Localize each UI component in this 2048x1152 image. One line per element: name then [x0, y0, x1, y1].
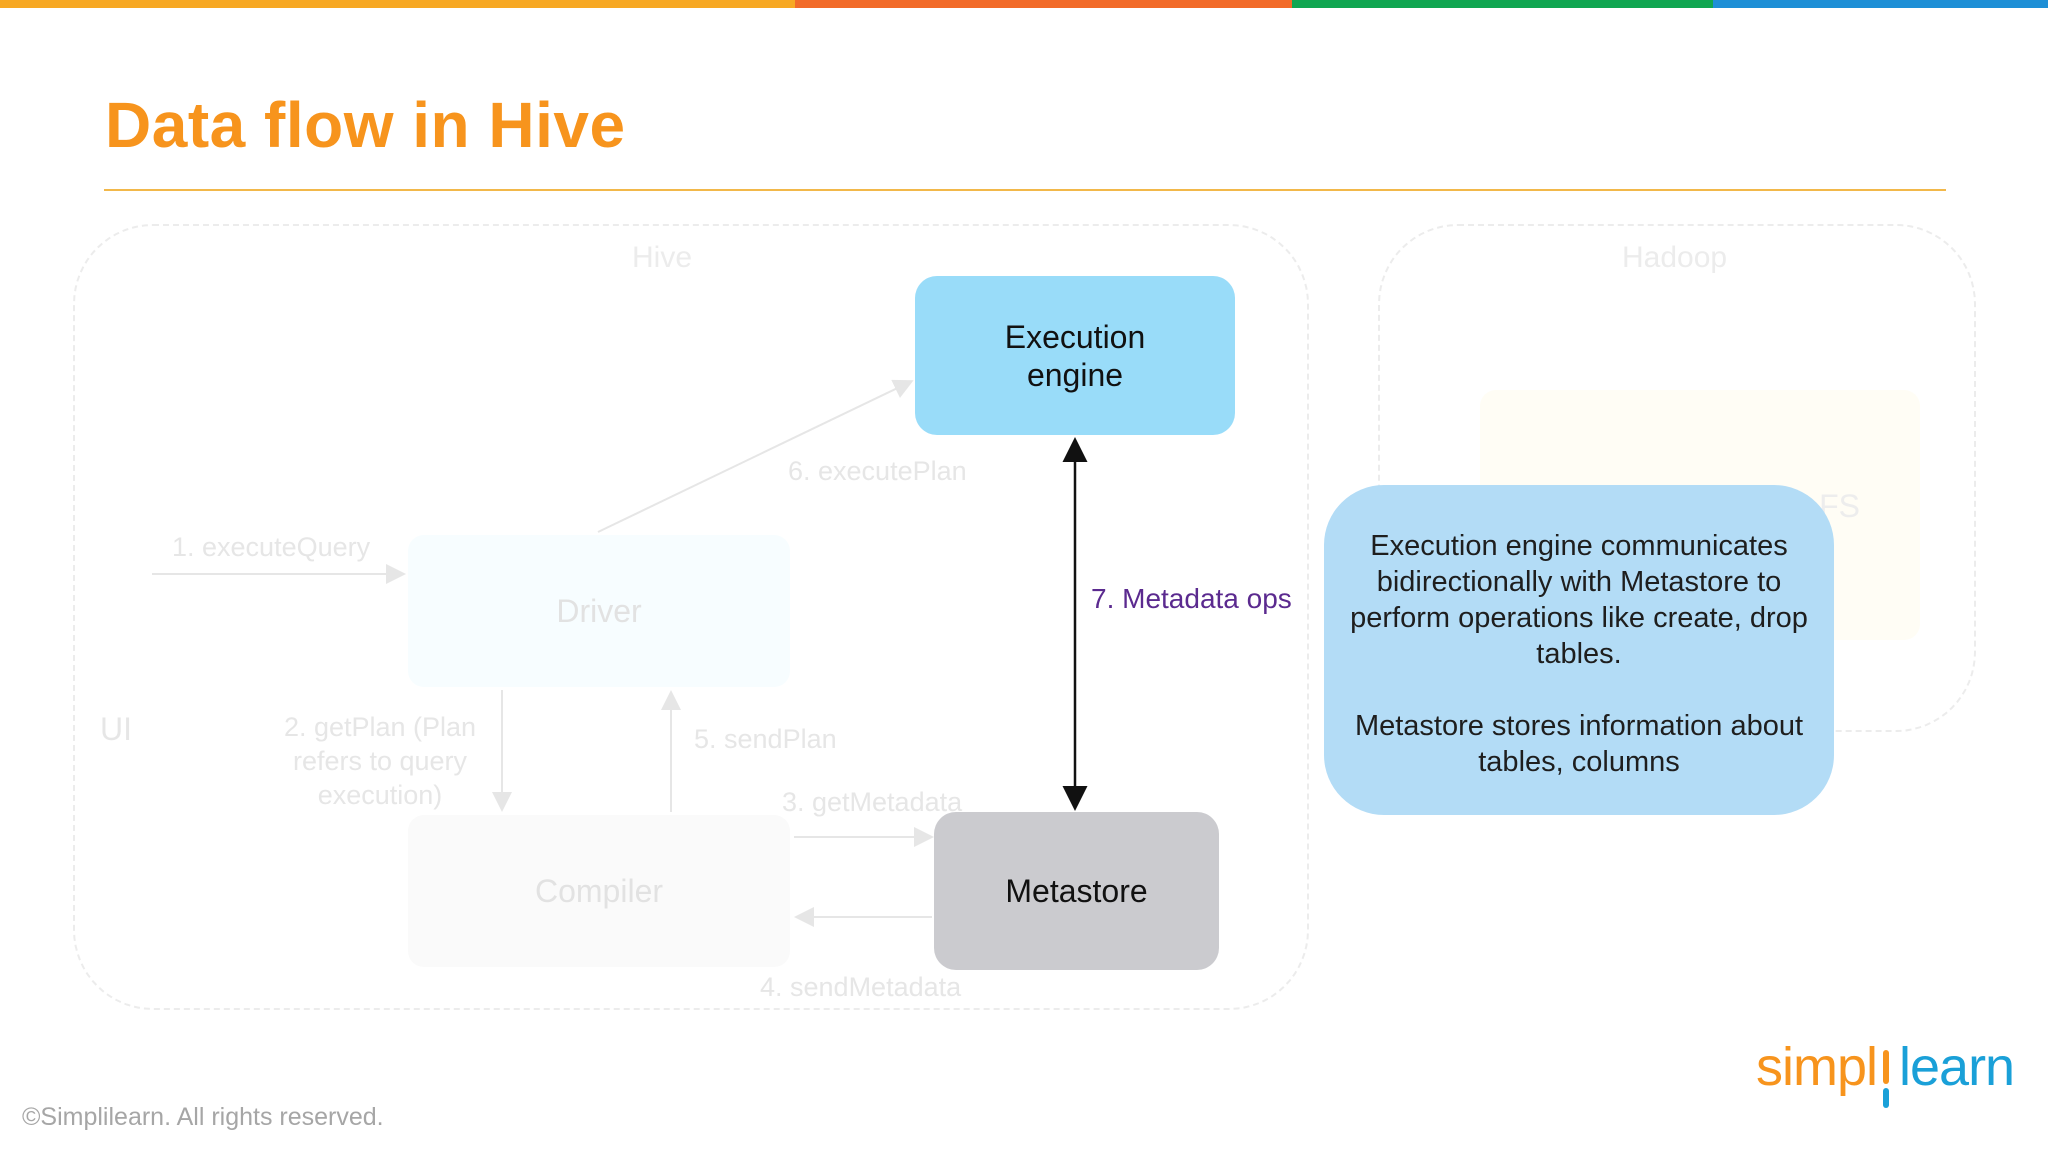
simplilearn-logo: simpl learn: [1756, 1036, 2015, 1108]
compiler-node-label: Compiler: [534, 872, 664, 909]
hive-group: [73, 224, 1309, 1010]
driver-node: Driver: [408, 535, 790, 687]
metastore-label: Metastore: [1005, 873, 1148, 909]
hadoop-group-label: Hadoop: [1622, 241, 1728, 274]
top-color-bar: [0, 0, 2048, 8]
callout-paragraph-1: Execution engine communicates bidirectio…: [1350, 530, 1808, 670]
edge-label-get-plan: 2. getPlan (Plan refers to query executi…: [283, 712, 477, 810]
edge-label-execute-query: 1. executeQuery: [172, 532, 371, 562]
logo-text-simpl: simpl: [1756, 1037, 1878, 1097]
top-bar-segment-orange: [0, 0, 795, 8]
metastore-node: Metastore: [934, 812, 1219, 970]
logo-text-learn: learn: [1899, 1037, 2015, 1097]
edge-label-send-plan: 5. sendPlan: [694, 724, 837, 754]
logo-mark-icon: [1883, 1050, 1889, 1108]
execution-engine-node: Execution engine: [915, 276, 1235, 435]
edge-label-get-metadata: 3. getMetadata: [782, 787, 963, 817]
copyright-text: ©Simplilearn. All rights reserved.: [22, 1103, 384, 1131]
execution-engine-label: Execution engine: [1004, 318, 1146, 393]
hive-group-label: Hive: [632, 241, 693, 274]
driver-node-label: Driver: [556, 592, 642, 629]
top-bar-segment-blue: [1713, 0, 2048, 8]
metadata-ops-label: 7. Metadata ops: [1091, 583, 1292, 614]
logo-text: simpl learn: [1756, 1036, 2015, 1098]
edge-execute-plan: [597, 379, 914, 533]
callout-paragraph-2: Metastore stores information about table…: [1354, 710, 1804, 778]
explanation-callout: Execution engine communicates bidirectio…: [1324, 485, 1834, 815]
compiler-node: Compiler: [408, 815, 790, 967]
edge-label-execute-plan: 6. executePlan: [788, 456, 967, 486]
edge-label-send-metadata: 4. sendMetadata: [760, 972, 962, 1002]
top-bar-segment-red: [795, 0, 1292, 8]
slide-title: Data flow in Hive: [105, 89, 626, 161]
top-bar-segment-green: [1292, 0, 1713, 8]
title-divider: [104, 189, 1946, 191]
ui-node-label: UI: [100, 711, 132, 747]
